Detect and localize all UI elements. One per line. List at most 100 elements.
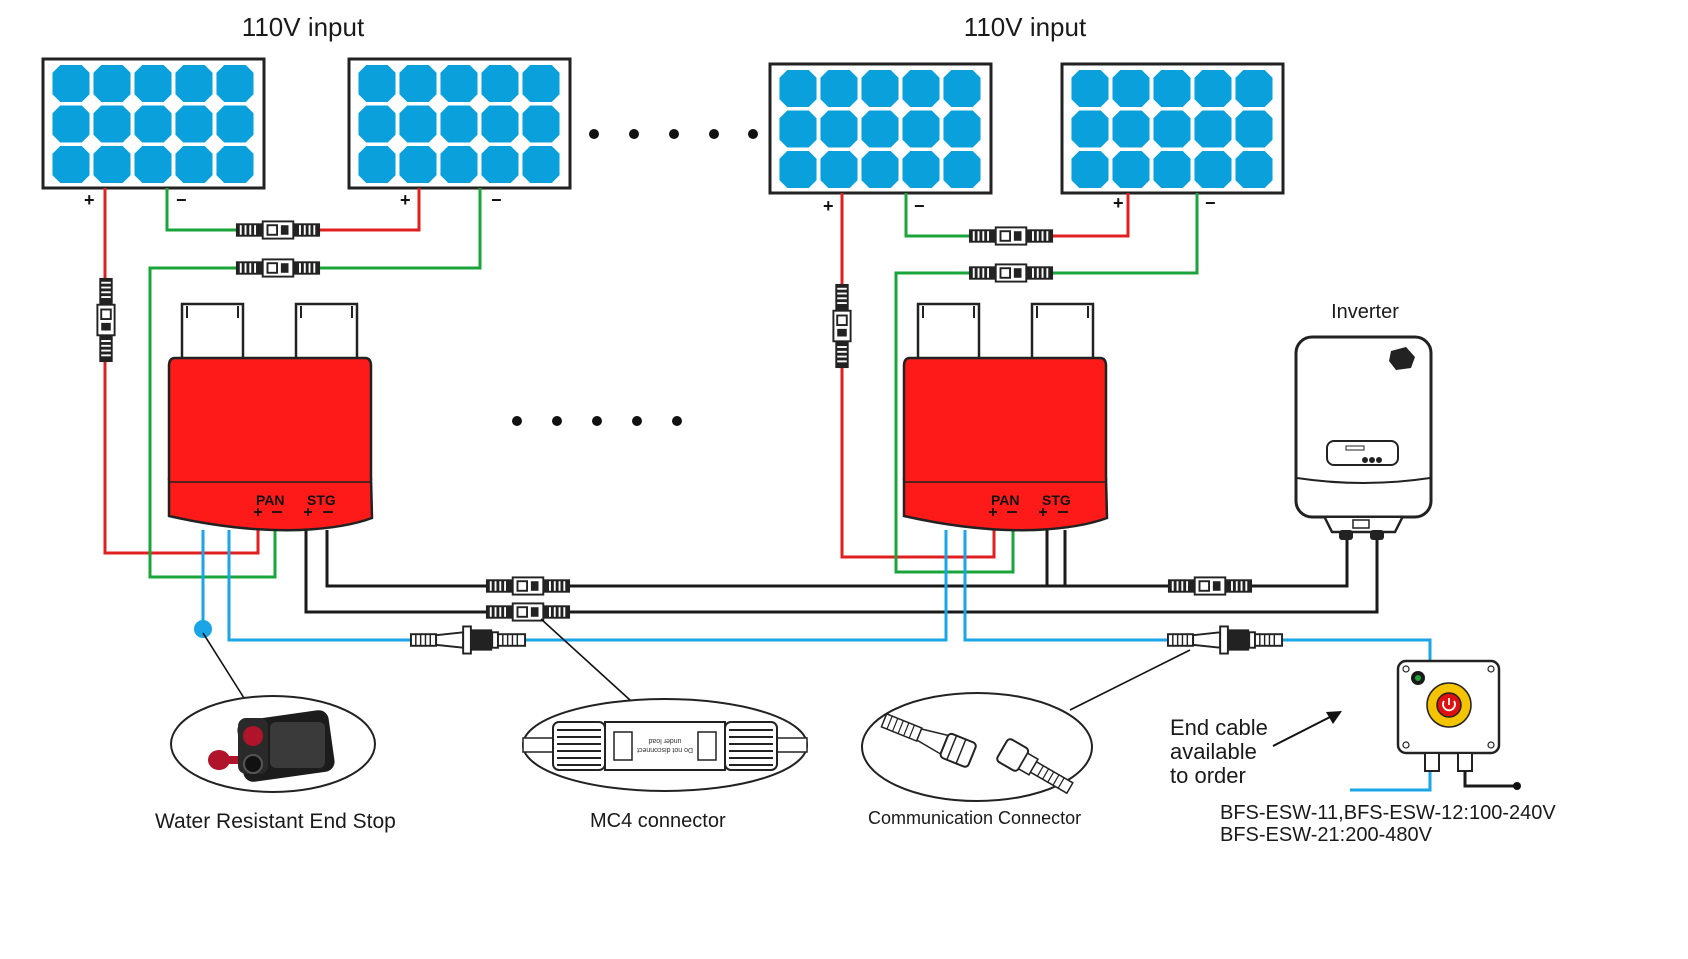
comm-connector-callout: [861, 692, 1093, 802]
solar-cell: [522, 64, 560, 103]
solar-cell: [943, 110, 981, 148]
mc4-connector: [485, 576, 571, 596]
model-list: BFS-ESW-11,BFS-ESW-12:100-240V BFS-ESW-2…: [1220, 802, 1556, 846]
end-stop-label: Water Resistant End Stop: [155, 810, 396, 833]
mc4-connector: [832, 283, 852, 369]
leader-lines: [202, 618, 1191, 711]
mc4-connector: [235, 258, 321, 278]
model-line-1: BFS-ESW-11,BFS-ESW-12:100-240V: [1220, 802, 1556, 824]
comm-connector-label: Communication Connector: [868, 808, 1082, 828]
solar-cell: [134, 105, 172, 143]
solar-cell: [820, 69, 858, 108]
solar-cell: [358, 145, 396, 184]
solar-cell: [779, 110, 817, 148]
solar-cell: [134, 64, 172, 103]
solar-cell: [52, 145, 90, 184]
end-stop-callout: [170, 695, 376, 793]
end-cable-line-2: available: [1170, 739, 1257, 764]
solar-cell: [216, 145, 254, 184]
solar-cell: [358, 64, 396, 103]
terminal-plus-4: +: [1113, 193, 1124, 213]
solar-cell: [1153, 69, 1191, 108]
communication-connector: [1167, 625, 1283, 655]
ellipsis-dots-top: [589, 129, 758, 139]
solar-cell: [399, 145, 437, 184]
solar-cell: [861, 110, 899, 148]
terminal-minus-2: −: [491, 190, 502, 210]
solar-cell: [175, 145, 213, 184]
mc4-connector: [96, 277, 116, 363]
solar-cell: [1071, 110, 1109, 148]
mc4-callout: Do not disconnect under load: [522, 698, 808, 792]
solar-cell: [52, 105, 90, 143]
green-wires: [148, 188, 1199, 579]
solar-cell: [1235, 69, 1273, 108]
solar-cell: [134, 145, 172, 184]
solar-cell: [1071, 150, 1109, 189]
solar-cell: [1235, 150, 1273, 189]
end-stop-node: [194, 620, 212, 638]
solar-cell: [1153, 110, 1191, 148]
solar-cell: [52, 64, 90, 103]
solar-cell: [440, 105, 478, 143]
solar-cell: [902, 150, 940, 189]
solar-cell: [93, 145, 131, 184]
solar-cell: [358, 105, 396, 143]
solar-cell: [779, 150, 817, 189]
pan-label-2: PAN: [991, 492, 1020, 508]
solar-panel-1: [41, 57, 266, 190]
solar-cell: [779, 69, 817, 108]
terminal-minus-4: −: [1205, 193, 1216, 213]
mc4-connector: [968, 263, 1054, 283]
solar-cell: [440, 145, 478, 184]
under-load-text: under load: [648, 737, 681, 744]
solar-cell: [1235, 110, 1273, 148]
solar-panel-4: [1060, 62, 1285, 195]
emergency-switch: [1396, 659, 1521, 790]
solar-cell: [861, 69, 899, 108]
terminal-plus-2: +: [400, 190, 411, 210]
do-not-disconnect-text: Do not disconnect: [637, 746, 693, 753]
solar-cell: [861, 150, 899, 189]
shutdown-module-1: [167, 302, 374, 532]
shutdown-module-2: [902, 302, 1109, 532]
solar-cell: [902, 110, 940, 148]
blue-wires: [201, 530, 1432, 792]
terminal-plus-1: +: [84, 190, 95, 210]
solar-cell: [175, 64, 213, 103]
stg-label-2: STG: [1042, 492, 1071, 508]
mc4-connector: [235, 220, 321, 240]
terminal-plus-3: +: [823, 196, 834, 216]
solar-cell: [1071, 69, 1109, 108]
solar-cell: [216, 105, 254, 143]
solar-cell: [93, 64, 131, 103]
stg-label-1: STG: [307, 492, 336, 508]
solar-cell: [399, 64, 437, 103]
black-wires: [304, 530, 1379, 614]
terminal-minus-1: −: [176, 190, 187, 210]
solar-cell: [481, 145, 519, 184]
end-cable-line-3: to order: [1170, 763, 1246, 788]
solar-cell: [522, 145, 560, 184]
solar-cell: [902, 69, 940, 108]
mc4-connector: [968, 226, 1054, 246]
solar-cell: [1112, 110, 1150, 148]
solar-cell: [1194, 150, 1232, 189]
solar-cell: [175, 105, 213, 143]
end-cable-line-1: End cable: [1170, 715, 1268, 740]
inverter-label: Inverter: [1331, 301, 1399, 323]
solar-cell: [440, 64, 478, 103]
solar-cell: [481, 105, 519, 143]
mc4-label: MC4 connector: [590, 810, 726, 832]
solar-cell: [820, 150, 858, 189]
solar-panel-2: [347, 57, 572, 190]
module-2-polarity: [989, 508, 1068, 516]
solar-cell: [481, 64, 519, 103]
module-1-polarity: [254, 508, 333, 516]
solar-panel-3: [768, 62, 993, 195]
pan-label-1: PAN: [256, 492, 285, 508]
mc4-connector: [485, 602, 571, 622]
input-label-left: 110V input: [242, 12, 365, 42]
